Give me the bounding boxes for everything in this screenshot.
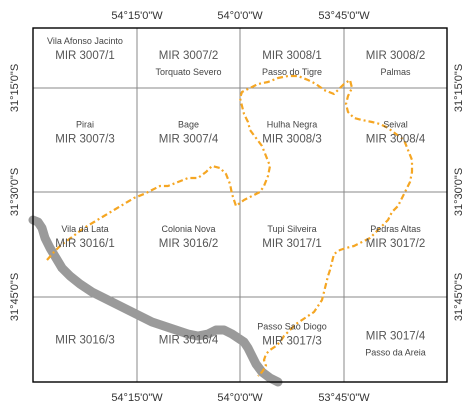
sheet-code-label: MIR 3016/1 <box>55 238 114 250</box>
lat-label-left-1: 31°15'0"S <box>9 64 21 112</box>
sheet-code-label: MIR 3008/2 <box>366 50 425 62</box>
sheet-code-label: MIR 3007/3 <box>55 134 114 146</box>
sheet-code-label: MIR 3017/1 <box>262 238 321 250</box>
sheet-code-label: MIR 3016/4 <box>159 335 219 347</box>
sheet-place-name: Torquato Severo <box>155 67 221 77</box>
sheet-place-name: Palmas <box>380 67 411 77</box>
lon-label-top-2: 54°0'0"W <box>217 10 263 22</box>
sheet-place-name: Passo Sao Diogo <box>257 321 327 331</box>
sheet-place-name: Passo da Areia <box>365 348 426 358</box>
sheet-code-label: MIR 3017/3 <box>262 335 321 347</box>
sheet-code-label: MIR 3016/3 <box>55 335 114 347</box>
sheet-grid <box>33 28 447 382</box>
lon-label-bottom-1: 54°15'0"W <box>111 392 163 404</box>
sheet-code-label: MIR 3008/4 <box>366 134 426 146</box>
lon-label-top-3: 53°45'0"W <box>318 10 370 22</box>
sheet-code-label: MIR 3008/1 <box>262 50 321 62</box>
lon-label-bottom-3: 53°45'0"W <box>318 392 370 404</box>
sheet-place-name: Pirai <box>76 120 94 130</box>
sheet-code-label: MIR 3007/1 <box>55 50 114 62</box>
lat-label-right-1: 31°15'0"S <box>453 64 465 112</box>
sheet-code-label: MIR 3016/2 <box>159 238 218 250</box>
sheet-place-name: Tupi Silveira <box>267 224 316 234</box>
sheet-place-name: Seival <box>383 120 408 130</box>
lon-label-bottom-2: 54°0'0"W <box>217 392 263 404</box>
lon-label-top-1: 54°15'0"W <box>111 10 163 22</box>
sheet-place-name: Vila Afonso Jacinto <box>47 36 123 46</box>
municipal-boundary <box>46 74 414 377</box>
sheet-place-name: Hulha Negra <box>267 120 318 130</box>
sheet-code-label: MIR 3007/2 <box>159 50 218 62</box>
sheet-code-label: MIR 3008/3 <box>262 134 321 146</box>
sheet-place-name: Passo do Tigre <box>262 67 322 77</box>
lat-label-left-2: 31°30'0"S <box>9 168 21 216</box>
lat-label-left-3: 31°45'0"S <box>9 273 21 321</box>
lat-label-right-3: 31°45'0"S <box>453 273 465 321</box>
sheet-place-name: Colonia Nova <box>161 224 215 234</box>
sheet-place-name: Pedras Altas <box>370 224 421 234</box>
sheet-code-label: MIR 3017/2 <box>366 238 425 250</box>
river-line <box>28 215 283 387</box>
map-frame <box>32 27 448 383</box>
sheet-code-label: MIR 3007/4 <box>159 134 219 146</box>
lat-label-right-2: 31°30'0"S <box>453 168 465 216</box>
sheet-place-name: Bage <box>178 120 199 130</box>
sheet-code-label: MIR 3017/4 <box>366 331 426 343</box>
sheet-place-name: Vila da Lata <box>61 224 108 234</box>
